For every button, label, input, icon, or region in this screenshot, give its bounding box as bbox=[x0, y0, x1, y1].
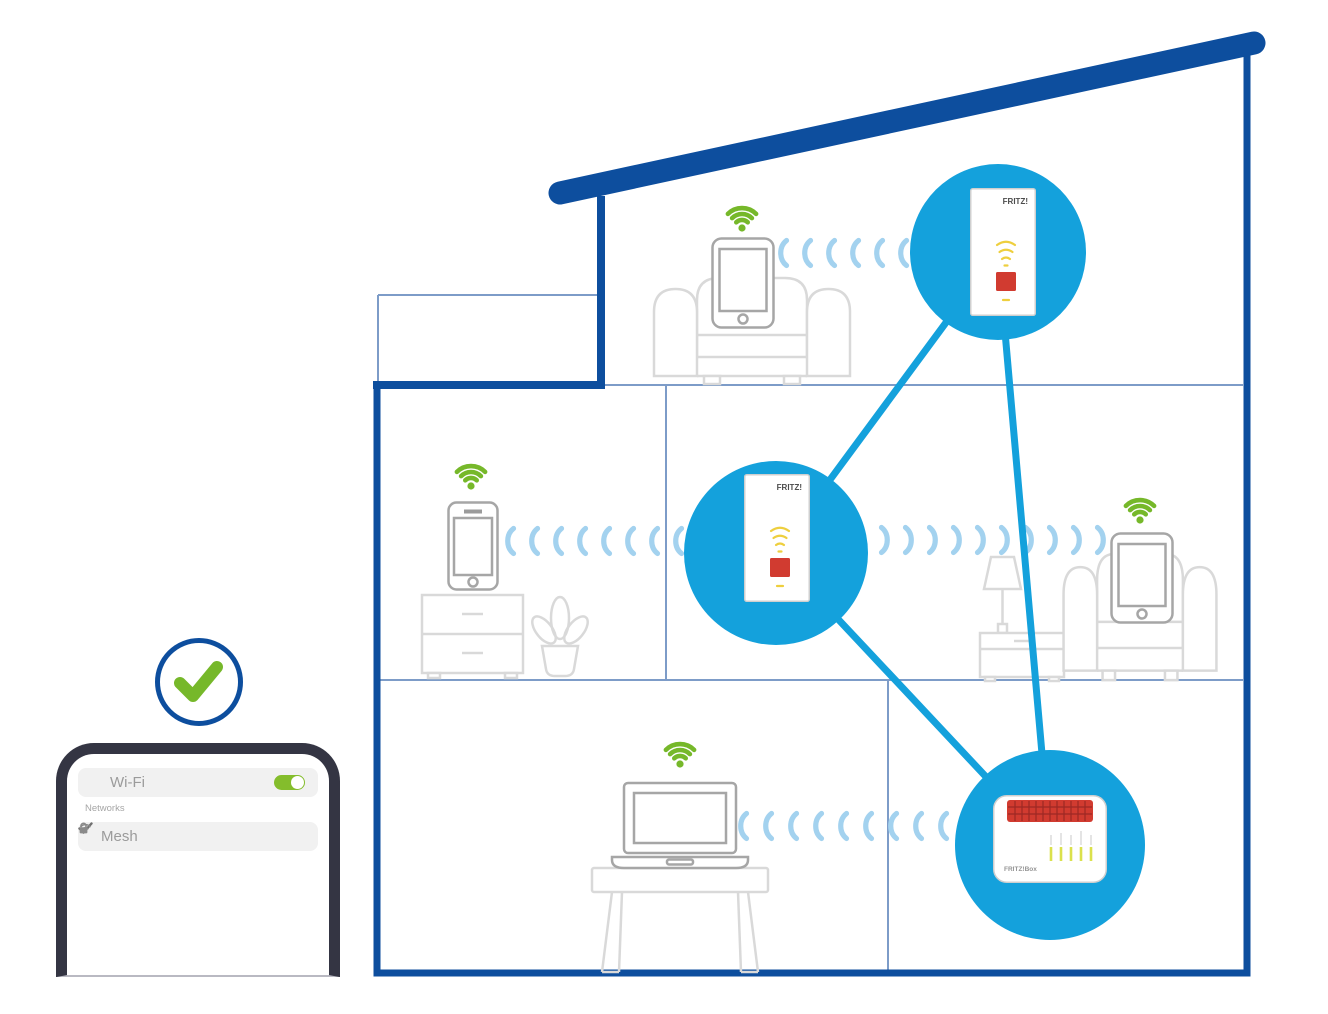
wifi-repeater-middle: FRITZ! bbox=[743, 473, 811, 603]
attic-tablet bbox=[711, 237, 775, 329]
signal-waves-middle-left bbox=[508, 529, 682, 554]
network-list-item[interactable]: Mesh bbox=[78, 822, 318, 851]
network-name: Mesh bbox=[101, 828, 138, 845]
table bbox=[590, 866, 770, 974]
smartphone-ui: Wi-Fi Networks Mesh bbox=[56, 743, 340, 977]
wifi-toggle[interactable] bbox=[274, 775, 305, 790]
wifi-icon bbox=[80, 824, 91, 833]
laptop-device bbox=[610, 781, 750, 870]
wifi-icon-attic-tablet bbox=[728, 208, 756, 232]
wifi-icon-living-tablet bbox=[1126, 500, 1154, 524]
smartphone-device bbox=[446, 500, 500, 592]
dresser bbox=[420, 593, 525, 680]
networks-section-label: Networks bbox=[85, 803, 125, 814]
wifi-row-label: Wi-Fi bbox=[110, 774, 145, 791]
living-tablet bbox=[1110, 532, 1174, 624]
mesh-link-attic-router bbox=[994, 248, 1054, 849]
router-logo: FRITZ!Box bbox=[1004, 866, 1037, 873]
success-badge bbox=[155, 638, 243, 726]
wifi-icon-smartphone bbox=[457, 466, 485, 490]
signal-waves-middle-right bbox=[882, 528, 1104, 553]
repeater-middle-logo: FRITZ! bbox=[777, 483, 802, 492]
signal-waves-attic bbox=[781, 241, 907, 266]
wifi-icon-laptop bbox=[666, 744, 694, 768]
house-outline bbox=[373, 31, 1266, 977]
side-table bbox=[978, 631, 1066, 683]
toggle-knob bbox=[291, 776, 304, 789]
repeater-attic-logo: FRITZ! bbox=[1003, 197, 1028, 206]
wifi-repeater-attic: FRITZ! bbox=[969, 187, 1037, 317]
check-icon bbox=[174, 661, 223, 702]
signal-waves-ground bbox=[741, 814, 947, 839]
router-device: FRITZ!Box bbox=[993, 795, 1107, 883]
roof-line bbox=[548, 31, 1266, 205]
floor-lamp bbox=[982, 555, 1023, 635]
wifi-settings-row: Wi-Fi bbox=[78, 768, 318, 797]
plant bbox=[531, 595, 589, 678]
